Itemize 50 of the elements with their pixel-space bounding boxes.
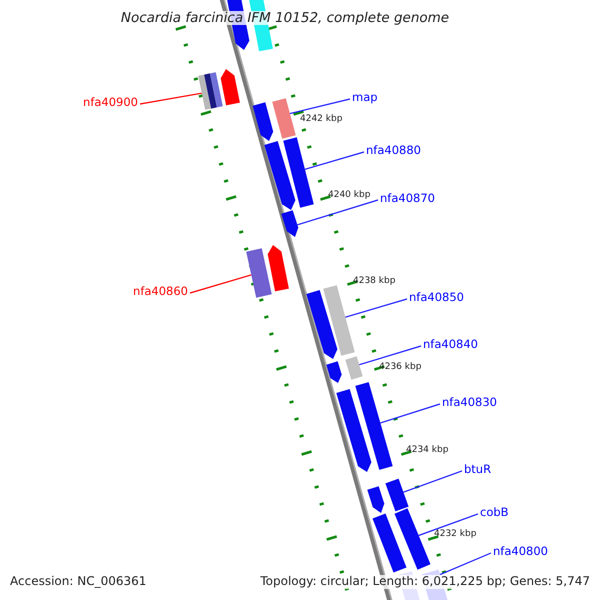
leader-line: [359, 345, 422, 366]
scale-label: 4232 kbp: [434, 530, 476, 540]
gene-label: nfa40860: [133, 284, 188, 298]
gene-label: nfa40900: [83, 96, 138, 108]
leader-line: [297, 199, 378, 226]
leader-line: [140, 92, 202, 105]
scale-label: 4238 kbp: [353, 277, 396, 287]
leader-line: [403, 470, 462, 493]
gene-block: [367, 486, 384, 513]
scale-label: 4236 kbp: [379, 363, 422, 373]
gene-bar: [385, 478, 409, 512]
leader-line: [190, 274, 252, 294]
gene-block: [336, 389, 372, 472]
gene-label: nfa40850: [409, 290, 464, 304]
gene-bar: [355, 382, 393, 470]
gene-block: [264, 141, 296, 210]
accession-text: Accession: NC_006361: [10, 575, 146, 589]
gene-label: cobB: [480, 506, 509, 518]
gene-bar: [323, 285, 355, 356]
gene-bar: [246, 248, 272, 298]
gene-label: map: [352, 90, 378, 104]
gene-label: nfa40870: [380, 192, 435, 204]
scale-label: 4242 kbp: [300, 115, 342, 125]
gene-bar: [345, 356, 363, 380]
leader-line: [304, 151, 364, 170]
leader-line: [380, 403, 440, 424]
gene-label: nfa40880: [366, 144, 421, 156]
gene-bar: [198, 72, 223, 110]
gene-label: nfa40840: [423, 338, 478, 350]
genome-summary-text: Topology: circular; Length: 6,021,225 bp; Genes: 5,747: [260, 575, 590, 589]
gene-label: nfa40800: [493, 544, 548, 558]
gene-block: [281, 210, 298, 237]
gene-bar: [283, 137, 314, 208]
leader-line: [440, 552, 492, 576]
gene-label: nfa40830: [442, 396, 497, 408]
gene-block: [220, 69, 240, 106]
gene-bar: [272, 98, 296, 139]
gene-block: [252, 102, 274, 141]
scale-label: 4234 kbp: [406, 446, 448, 456]
gene-block: [268, 245, 289, 292]
gene-bar: [394, 508, 430, 570]
gene-label: btuR: [464, 462, 492, 476]
leader-line: [418, 513, 478, 536]
gene-block: [326, 361, 342, 383]
leader-line: [345, 298, 408, 318]
gene-bar: [372, 514, 406, 572]
leader-line: [290, 98, 350, 114]
gene-block: [306, 290, 338, 359]
scale-label: 4240 kbp: [328, 191, 370, 201]
title: Nocardia farcinica IFM 10152, complete genome: [120, 10, 450, 26]
